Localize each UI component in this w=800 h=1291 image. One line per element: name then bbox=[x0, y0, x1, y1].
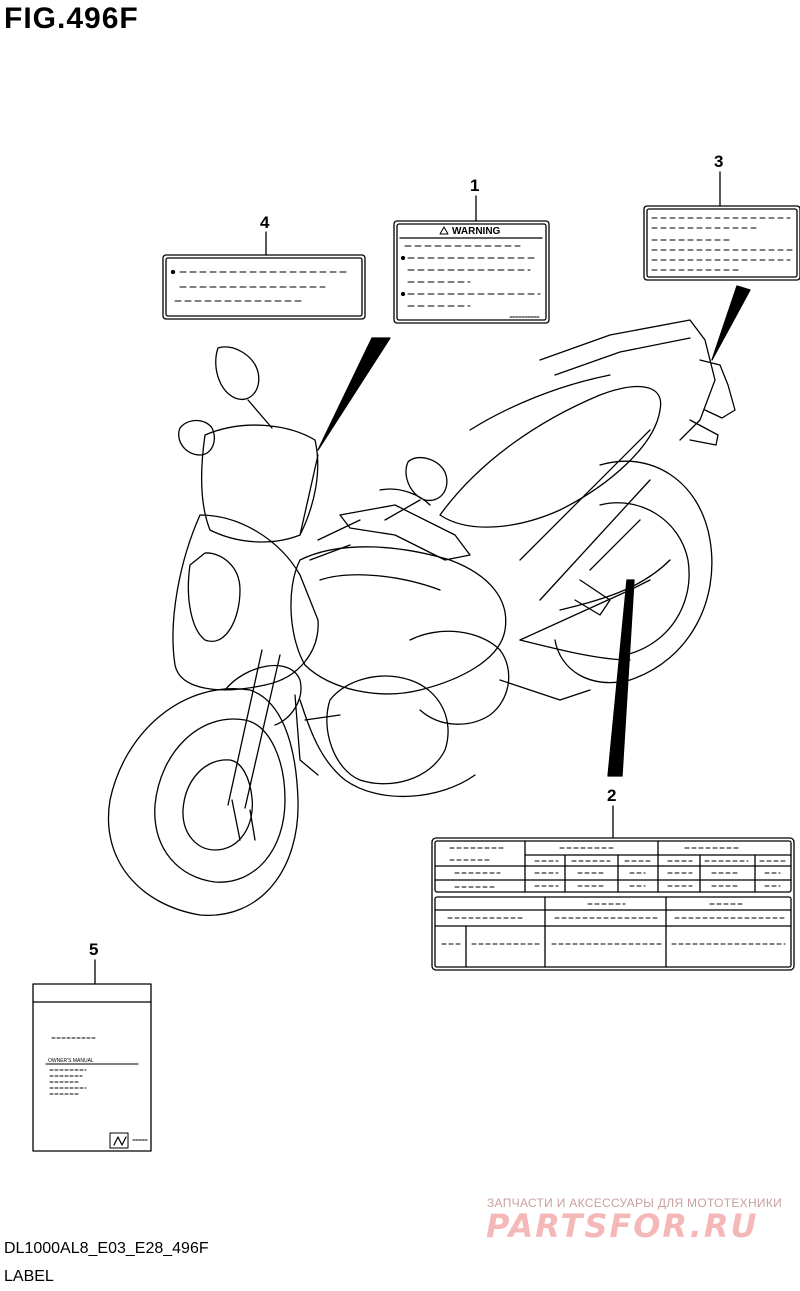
watermark-logo: PARTSFOR.RU bbox=[486, 1207, 759, 1245]
callout-3: 3 bbox=[714, 152, 724, 171]
warning-label-heading: WARNING bbox=[452, 226, 501, 237]
owners-manual-heading: OWNER'S MANUAL bbox=[48, 1058, 94, 1064]
diagram-code: DL1000AL8_E03_E28_496F bbox=[4, 1240, 209, 1257]
label-2-table bbox=[431, 837, 795, 971]
warning-label bbox=[393, 220, 550, 324]
figure-title: FIG.496F bbox=[4, 2, 139, 35]
suzuki-logo-icon bbox=[113, 1136, 127, 1146]
callout-4: 4 bbox=[260, 213, 270, 232]
pointer-wedges bbox=[317, 285, 751, 777]
pointer-2 bbox=[607, 579, 635, 777]
label-4 bbox=[162, 254, 366, 320]
callout-5: 5 bbox=[89, 940, 99, 959]
callout-1: 1 bbox=[470, 176, 480, 195]
pointer-4 bbox=[317, 337, 391, 451]
label-3 bbox=[643, 205, 800, 281]
callout-2: 2 bbox=[607, 786, 617, 805]
warning-triangle-icon bbox=[439, 226, 449, 235]
pointer-3 bbox=[711, 285, 751, 361]
leader-lines bbox=[94, 171, 721, 985]
watermark-subtitle: ЗАПЧАСТИ И АКСЕССУАРЫ ДЛЯ МОТОТЕХНИКИ bbox=[487, 1196, 783, 1210]
diagram-caption: LABEL bbox=[4, 1268, 54, 1285]
motorcycle-outline bbox=[107, 319, 736, 916]
owners-manual bbox=[32, 983, 152, 1152]
